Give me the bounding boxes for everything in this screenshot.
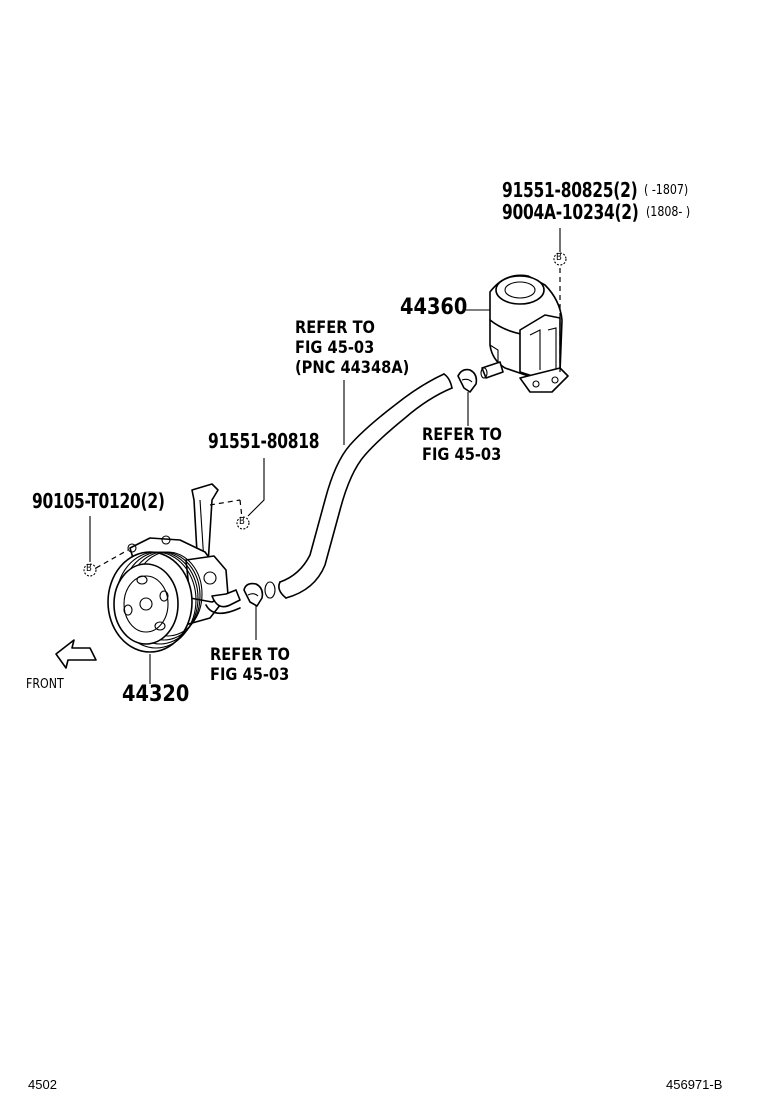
label-clamp-bottom-ref-2[interactable]: FIG 45-03 — [210, 665, 290, 685]
clamp-bottom — [243, 581, 276, 607]
label-bolt-top-1[interactable]: 91551-80825(2) — [502, 178, 638, 202]
leader-bolt-mid — [247, 458, 265, 517]
label-reservoir-44360[interactable]: 44360 — [400, 295, 468, 320]
marker-b-top-letter: B — [556, 252, 562, 263]
label-bolt-top-2-range: (1808- ) — [646, 205, 691, 220]
marker-b-mid — [236, 516, 250, 530]
marker-b-left-letter: B — [86, 563, 92, 574]
marker-b-left — [83, 563, 97, 577]
label-hose-ref-2[interactable]: FIG 45-03 — [295, 338, 375, 358]
label-clamp-right-ref-2[interactable]: FIG 45-03 — [422, 445, 502, 465]
label-clamp-right-ref-1: REFER TO — [422, 425, 502, 445]
label-bolt-left[interactable]: 90105-T0120(2) — [32, 489, 165, 513]
bolt-left-dash — [95, 549, 129, 569]
reservoir-tank — [480, 274, 569, 393]
marker-b-top — [553, 252, 567, 266]
front-arrow-icon — [55, 639, 97, 669]
clamp-right — [457, 368, 478, 393]
pulley — [107, 551, 203, 653]
label-clamp-bottom-ref-1: REFER TO — [210, 645, 290, 665]
label-hose-ref-1: REFER TO — [295, 318, 375, 338]
label-front: FRONT — [26, 677, 64, 692]
bolt-mid-dash-2 — [239, 499, 243, 519]
main-hose — [278, 373, 453, 599]
label-bolt-top-2[interactable]: 9004A-10234(2) — [502, 200, 639, 224]
label-pump-44320[interactable]: 44320 — [122, 682, 190, 707]
label-bolt-top-1-range: ( -1807) — [644, 183, 689, 198]
label-hose-ref-3[interactable]: (PNC 44348A) — [295, 358, 410, 378]
marker-b-mid-letter: B — [239, 516, 245, 527]
footer-illustration-id: 456971-B — [666, 1077, 723, 1092]
footer-figure-number: 4502 — [28, 1077, 57, 1092]
label-bolt-mid[interactable]: 91551-80818 — [208, 429, 320, 453]
bolt-mid-dash — [209, 499, 241, 506]
